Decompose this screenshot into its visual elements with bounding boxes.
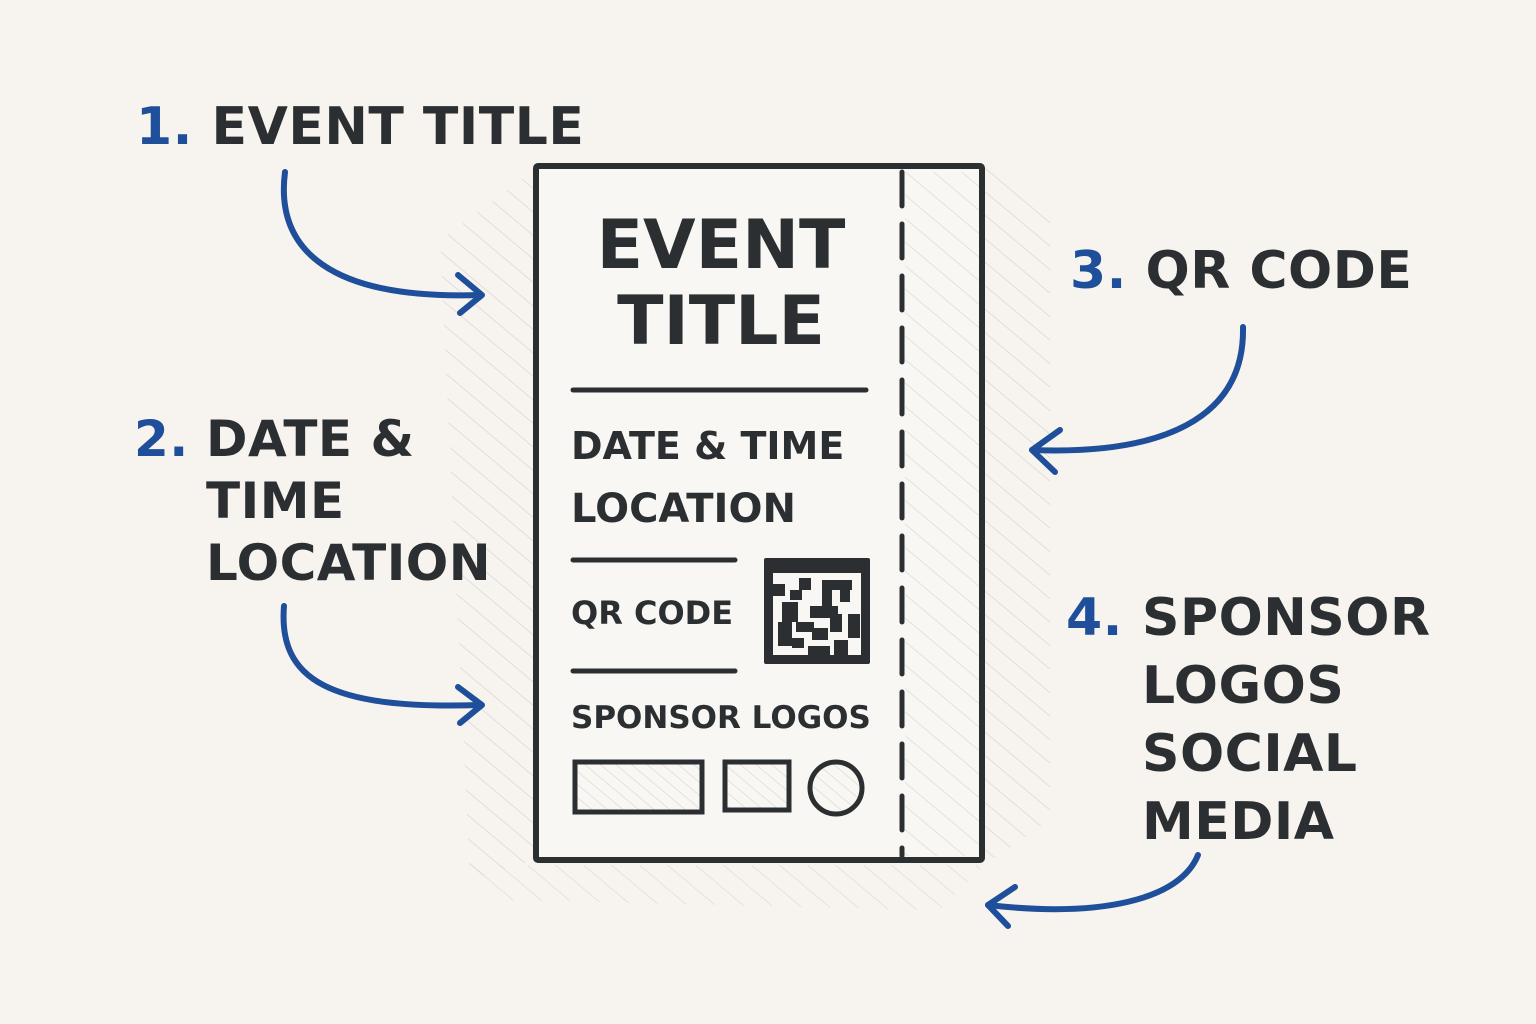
logo-placeholders <box>572 759 865 817</box>
logo-placeholder-circle <box>807 759 865 817</box>
curved-arrow-right-icon <box>280 169 485 316</box>
curved-arrow-right-icon <box>280 603 485 726</box>
qr-code-icon <box>764 558 870 664</box>
callout-text: SPONSOR <box>1142 588 1431 648</box>
callout-text: LOCATION <box>206 534 492 592</box>
ticket-title-line: EVENT <box>596 206 846 285</box>
ticket-qr-label: QR CODE <box>571 594 734 632</box>
logo-placeholder-square <box>722 759 792 813</box>
callout-text: LOGOS <box>1142 656 1345 716</box>
callout-text: DATE & <box>206 410 415 468</box>
curved-arrow-left-icon <box>1029 324 1247 475</box>
ticket-location: LOCATION <box>571 486 796 532</box>
curved-arrow-left-icon <box>985 852 1201 929</box>
callout-text: TIME <box>206 472 345 530</box>
callout-text: EVENT TITLE <box>211 97 585 157</box>
ticket-title: EVENT TITLE <box>556 208 886 360</box>
callout-number: 1. <box>136 97 193 157</box>
callout-text: MEDIA <box>1142 792 1335 852</box>
callout-number: 3. <box>1070 241 1127 301</box>
logo-placeholder-wide <box>572 759 705 815</box>
callout-qr-code: 3. QR CODE <box>1070 240 1412 302</box>
callout-sponsor-social: 4. SPONSOR LOGOS SOCIAL MEDIA <box>1066 584 1430 856</box>
ticket-title-line: TITLE <box>617 282 825 361</box>
callout-event-title: 1. EVENT TITLE <box>136 96 584 158</box>
callout-date-time-location: 2. DATE & TIME LOCATION <box>134 408 491 594</box>
callout-number: 4. <box>1066 588 1123 648</box>
callout-number: 2. <box>134 410 189 468</box>
ticket-sponsor-label: SPONSOR LOGOS <box>571 700 871 736</box>
callout-text: QR CODE <box>1145 241 1413 301</box>
callout-text: SOCIAL <box>1142 724 1358 784</box>
ticket-outline <box>533 163 985 863</box>
ticket-date-time: DATE & TIME <box>571 424 845 468</box>
